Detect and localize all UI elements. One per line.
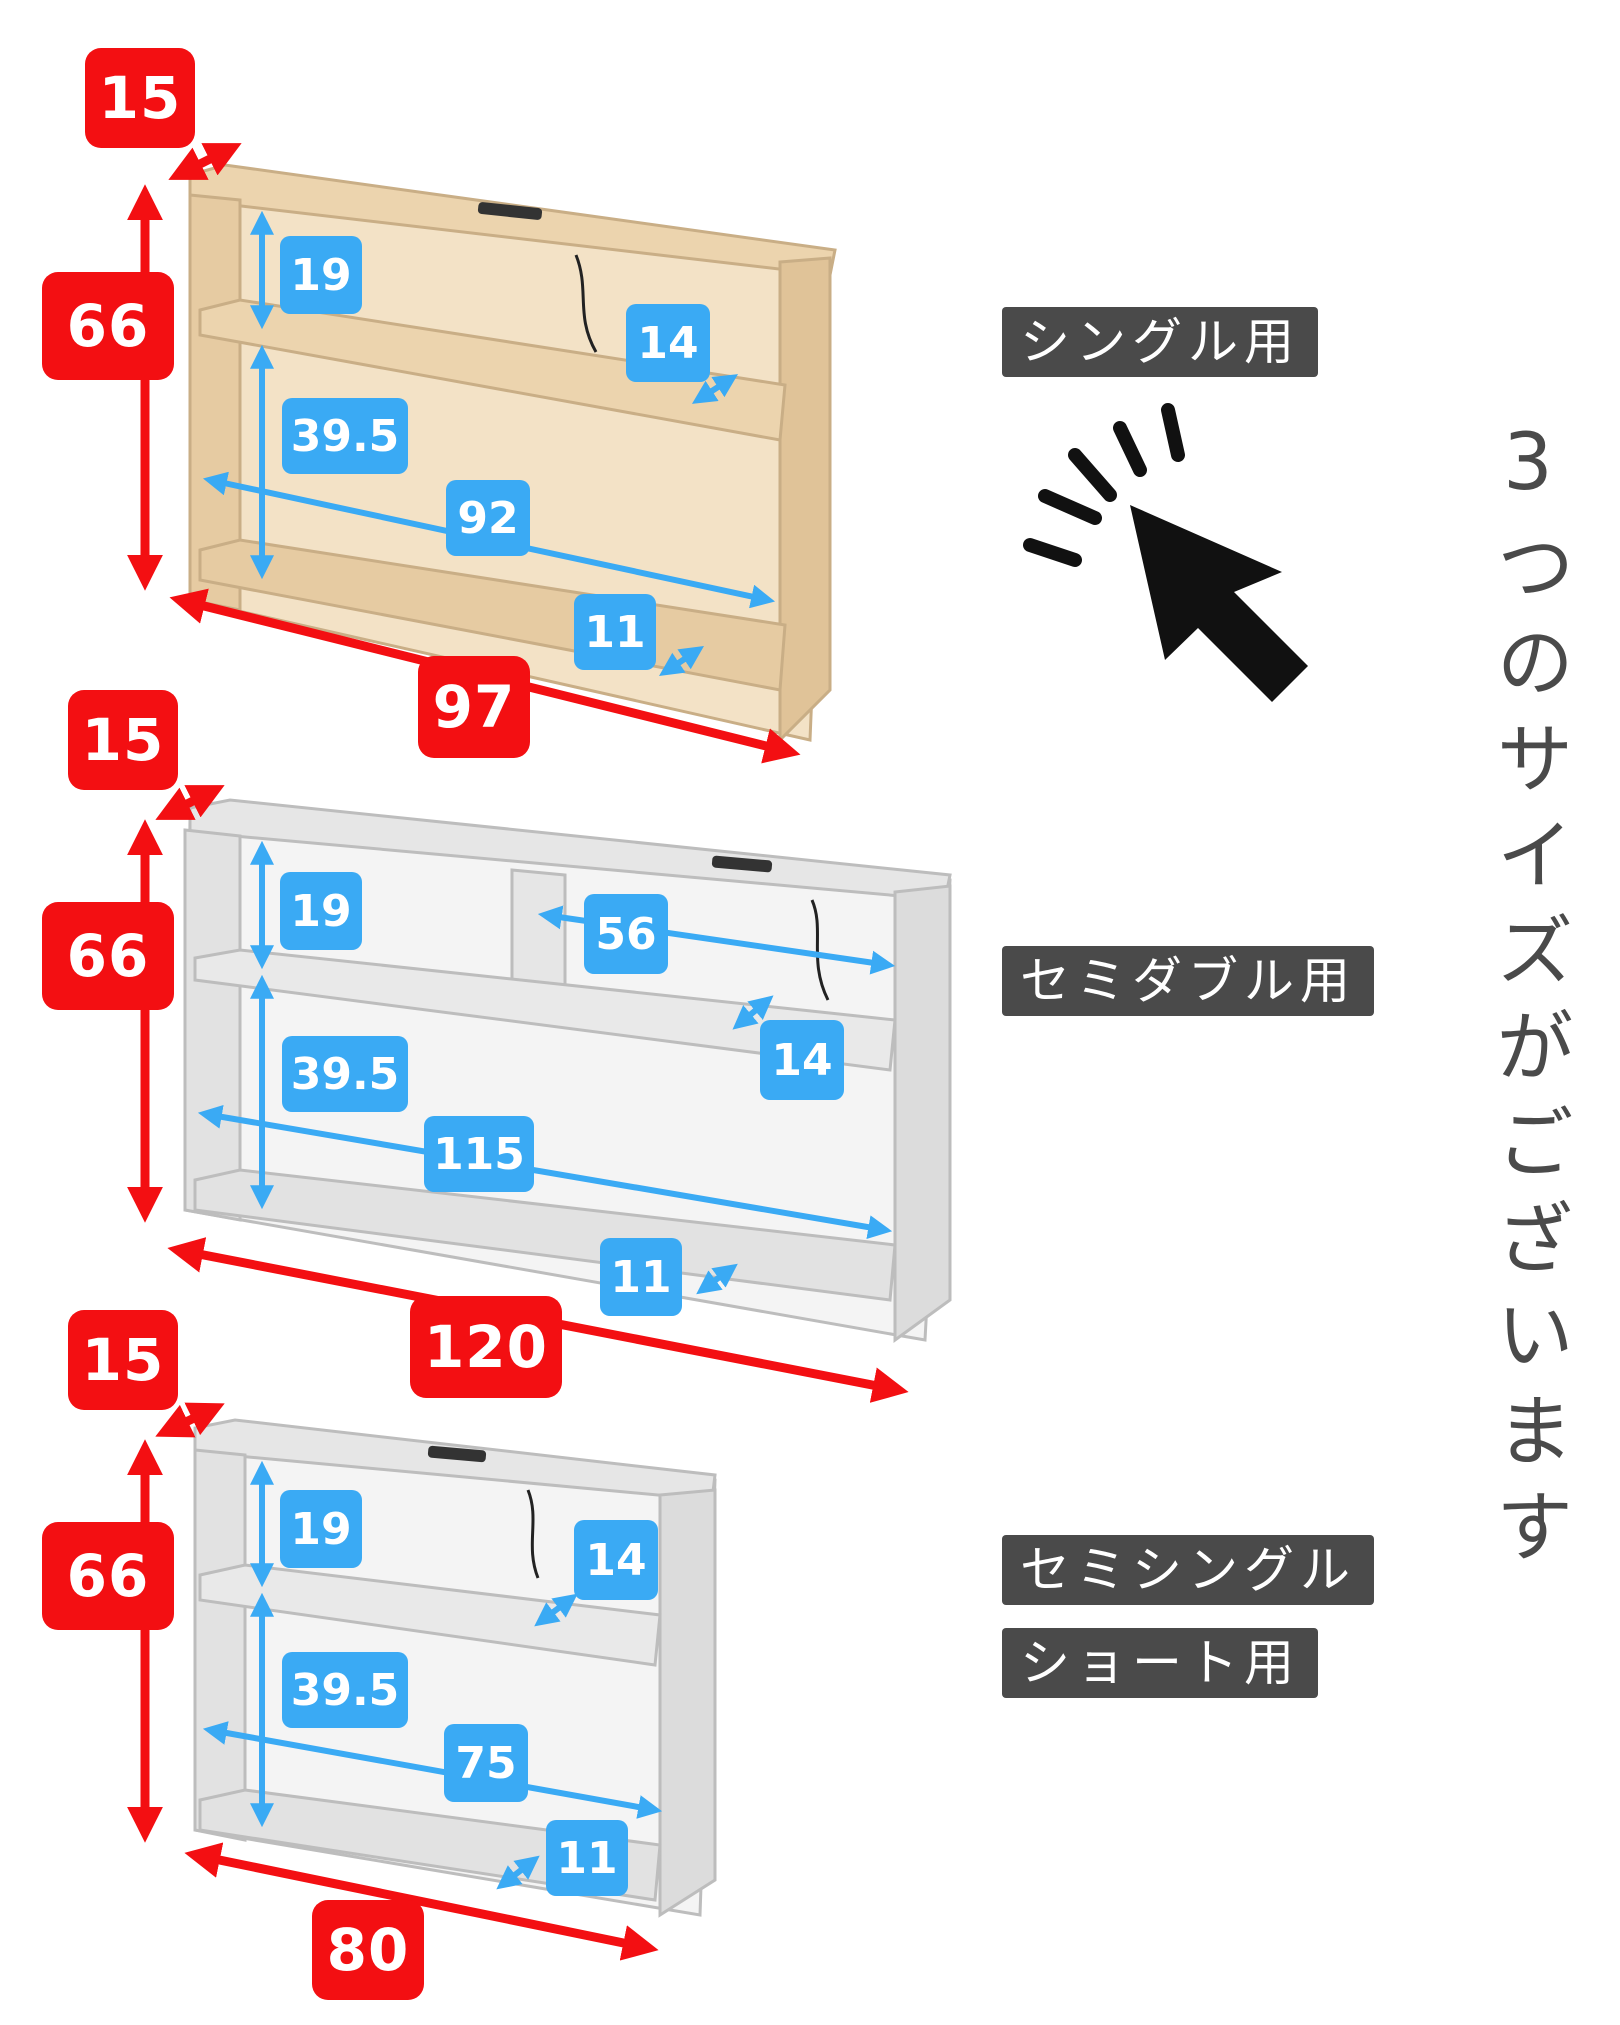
depth-badge: 15: [68, 690, 178, 790]
cursor-click-icon: [1023, 403, 1308, 702]
bottom-depth-badge: 11: [546, 1820, 628, 1896]
inner-width-badge: 92: [446, 480, 530, 556]
height-badge: 66: [42, 1522, 174, 1630]
label-single: シングル用: [1002, 307, 1318, 377]
width-badge: 80: [312, 1900, 424, 2000]
shelf-depth-badge: 14: [574, 1520, 658, 1600]
depth-badge: 15: [68, 1310, 178, 1410]
top-space-badge: 19: [280, 1490, 362, 1568]
depth-badge: 15: [85, 48, 195, 148]
red-dimension-arrows: [127, 143, 909, 1961]
compartment-width-badge: 56: [584, 894, 668, 974]
bottom-depth-badge: 11: [600, 1238, 682, 1316]
top-space-badge: 19: [280, 872, 362, 950]
height-badge: 66: [42, 272, 174, 380]
width-badge: 120: [410, 1296, 562, 1398]
blue-dimension-arrows: [197, 210, 896, 1890]
label-semi-double: セミダブル用: [1002, 946, 1374, 1016]
shelf-depth-badge: 14: [760, 1020, 844, 1100]
inner-width-badge: 75: [444, 1724, 528, 1802]
inner-width-badge: 115: [424, 1116, 534, 1192]
label-semi-single-line1: セミシングル: [1002, 1535, 1374, 1605]
bottom-depth-badge: 11: [574, 594, 656, 670]
top-space-badge: 19: [280, 236, 362, 314]
lower-space-badge: 39.5: [282, 1036, 408, 1112]
lower-space-badge: 39.5: [282, 398, 408, 474]
lower-space-badge: 39.5: [282, 1652, 408, 1728]
shelf-semi-single-short: [193, 1418, 717, 1918]
width-badge: 97: [418, 656, 530, 758]
headline: 3つのサイズがございます: [1483, 418, 1573, 1582]
height-badge: 66: [42, 902, 174, 1010]
label-semi-single-line2: ショート用: [1002, 1628, 1318, 1698]
shelf-depth-badge: 14: [626, 304, 710, 382]
